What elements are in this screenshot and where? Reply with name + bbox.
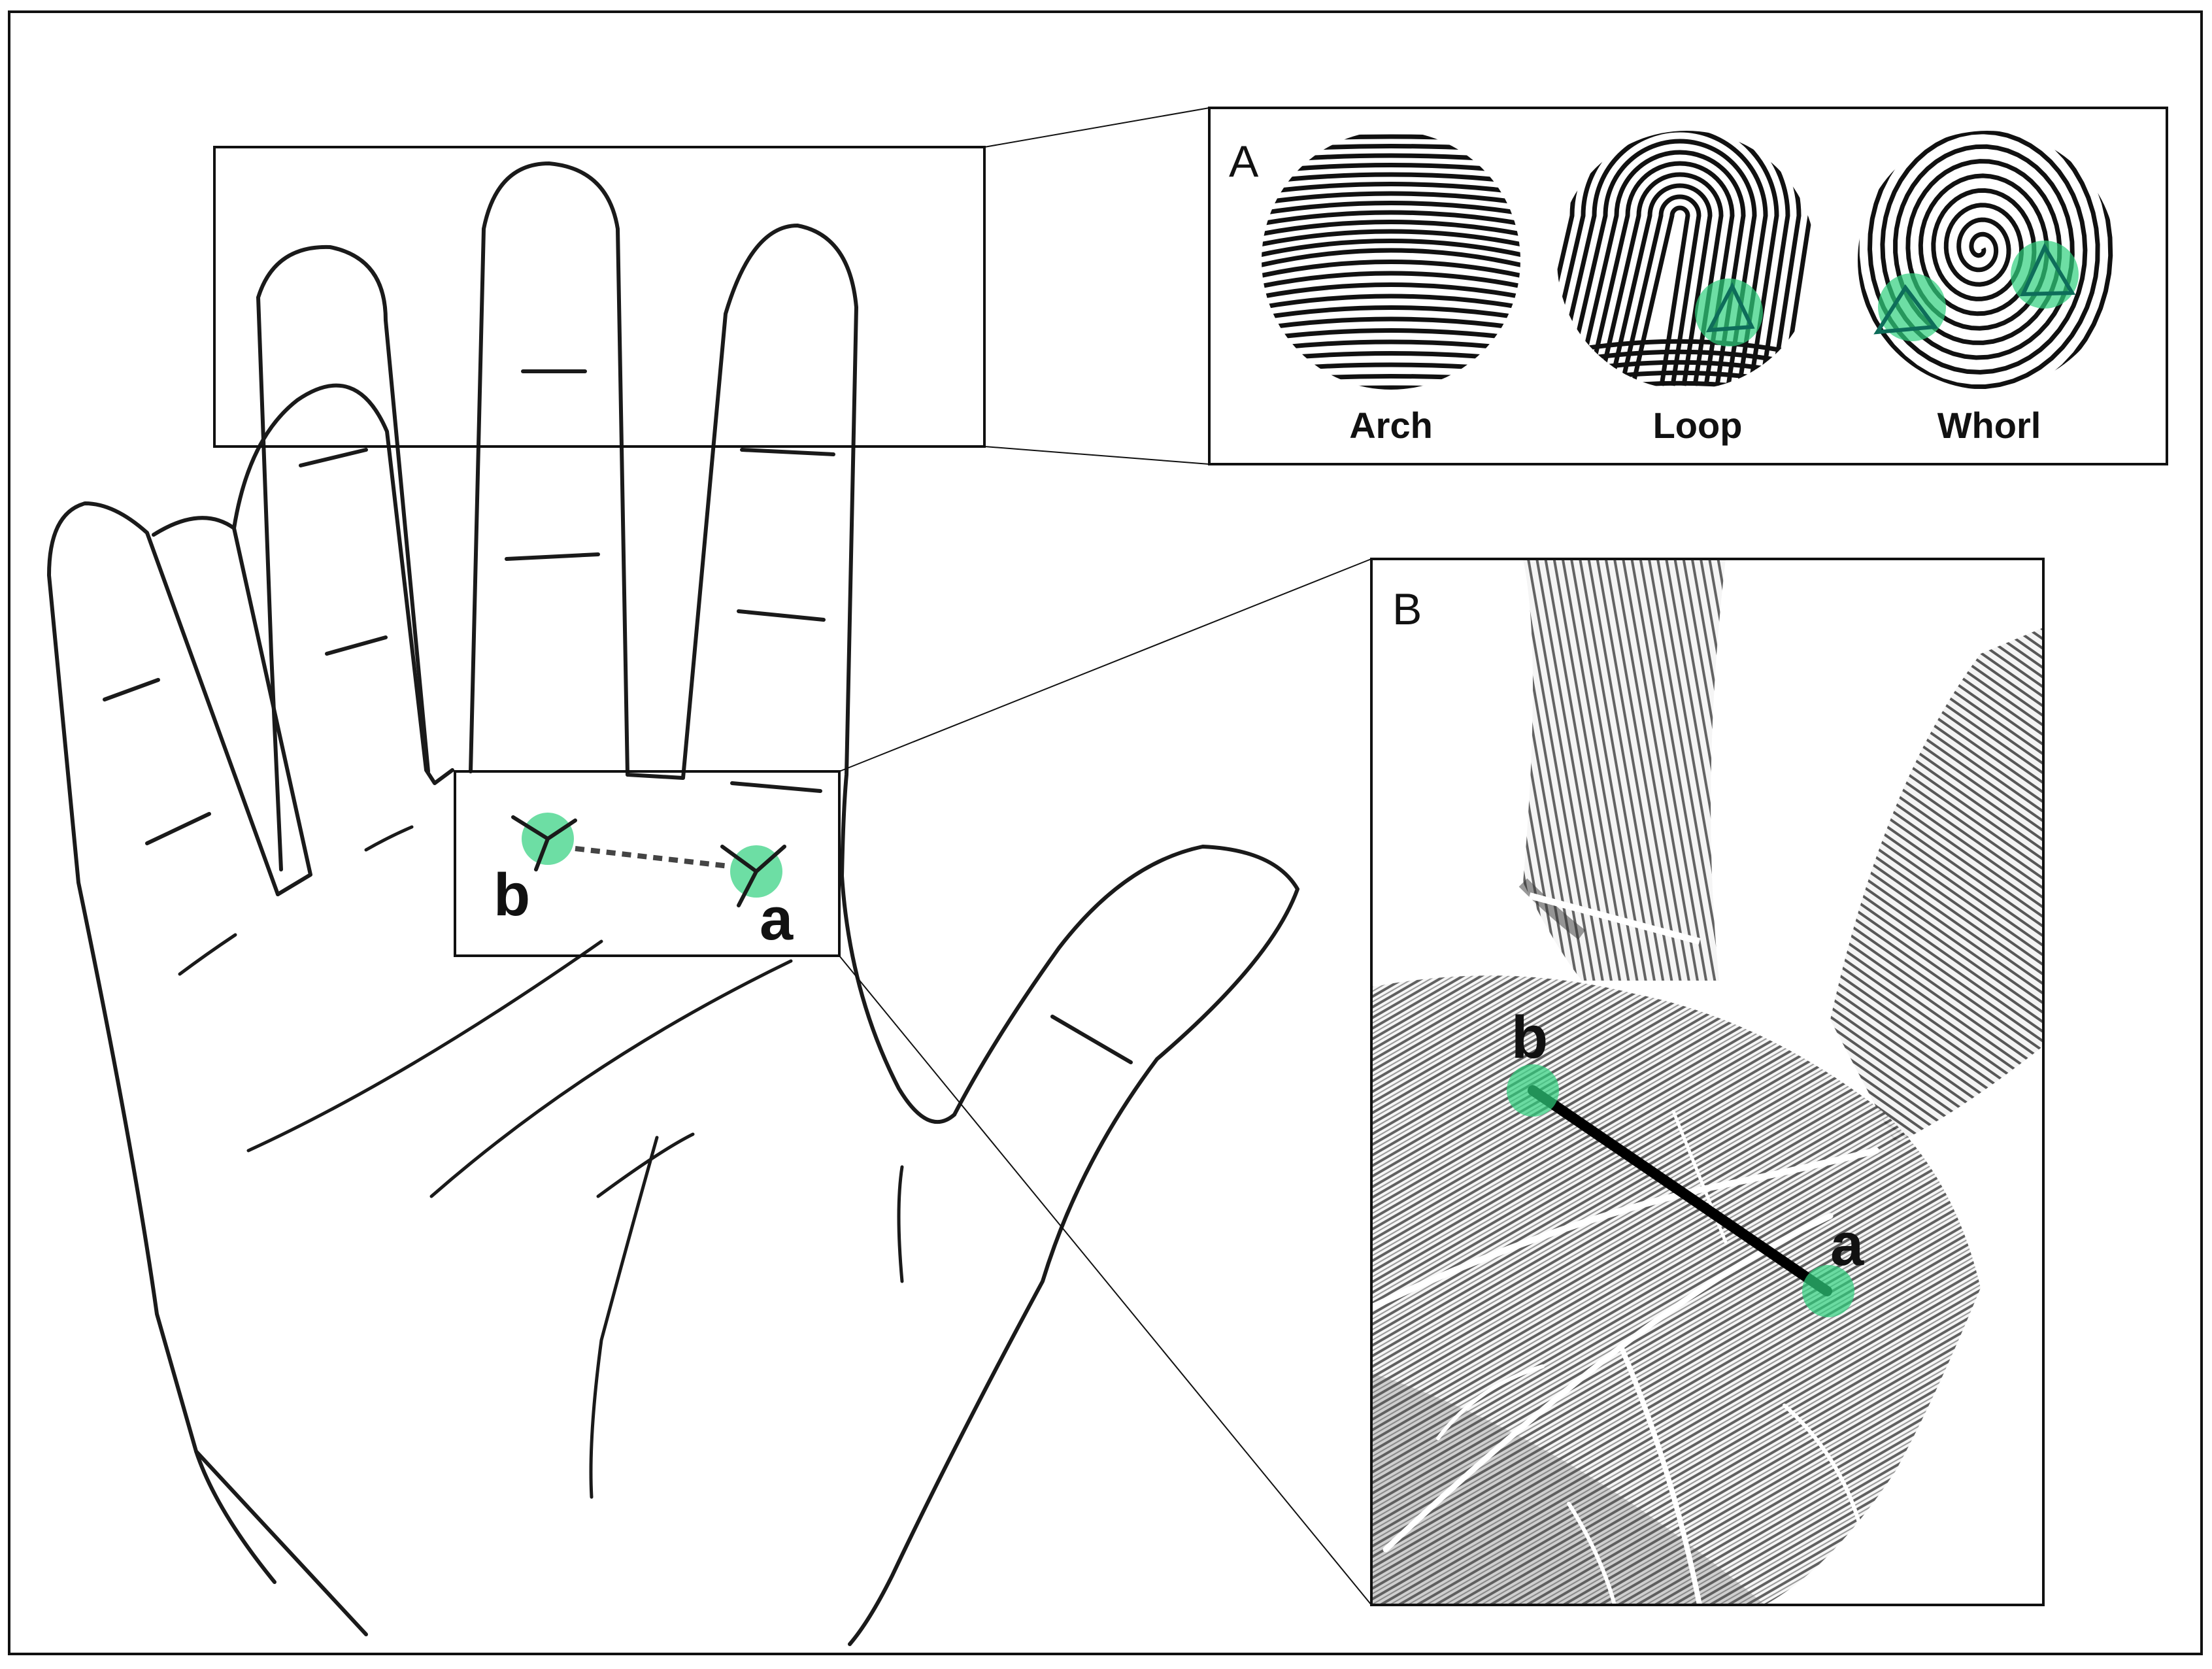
- print-label-b: b: [1511, 1004, 1548, 1071]
- loop-delta-marker: [1695, 278, 1763, 346]
- print-ab-line: [1528, 1085, 1832, 1296]
- hand-label-b: b: [494, 862, 530, 928]
- hand-outline-drawing: [47, 161, 1299, 1646]
- zoom-connector-lines: [839, 107, 1372, 1606]
- panel-a: A Arch Loop Whorl: [1208, 107, 2168, 465]
- hand-ab-dashed-line: [575, 846, 729, 869]
- whorl-fingerprint: [1858, 131, 2117, 390]
- hand-label-a: a: [760, 886, 794, 953]
- panel-a-letter: A: [1229, 137, 1259, 186]
- whorl-delta-marker-right: [2011, 241, 2079, 309]
- print-triradius-a: [1802, 1265, 1854, 1317]
- fingertip-zoom-box: [213, 146, 986, 448]
- panel-b: B b a: [1370, 558, 2045, 1606]
- whorl-delta-marker-left: [1873, 273, 1946, 341]
- panel-b-letter: B: [1392, 584, 1422, 634]
- whorl-label: Whorl: [1937, 405, 2041, 446]
- print-label-a: a: [1830, 1211, 1864, 1278]
- loop-label: Loop: [1653, 405, 1743, 446]
- palm-zoom-box: [454, 770, 841, 957]
- hand-triradius-b: [511, 813, 577, 871]
- panel-a-frame: [1208, 107, 2168, 465]
- hand-triradius-a: [720, 845, 786, 907]
- palm-print-image: [1371, 559, 2043, 1605]
- arch-label: Arch: [1349, 405, 1433, 446]
- print-triradius-b: [1507, 1064, 1559, 1117]
- arch-fingerprint: [1262, 131, 1520, 390]
- loop-fingerprint: [1557, 131, 1816, 390]
- panel-b-frame: [1370, 558, 2045, 1606]
- outer-border: [8, 10, 2203, 1655]
